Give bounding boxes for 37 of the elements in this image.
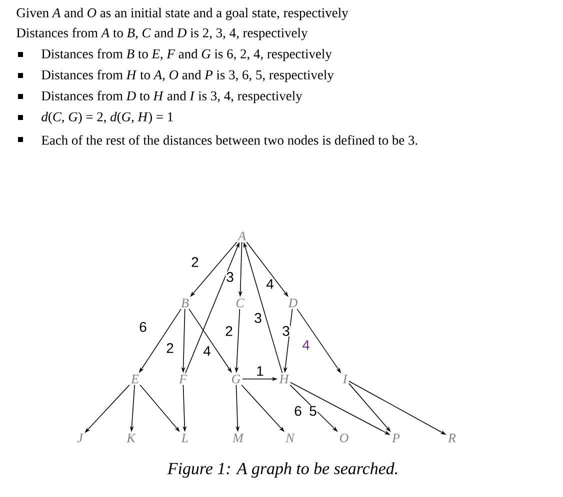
- node-letter: H: [279, 374, 290, 384]
- text-line: Distances from D to H and I is 3, 4, respectively: [42, 90, 302, 104]
- node-letter: J: [77, 434, 84, 442]
- text-line: Distances from H to A, O and P is 3, 6, 5, respectively: [42, 70, 334, 82]
- node-letter: I: [342, 374, 348, 384]
- edge-label: 6: [138, 322, 148, 332]
- edge-label: 1: [256, 366, 264, 376]
- node-letter: F: [179, 374, 188, 384]
- edge-label: 6: [294, 406, 302, 416]
- text-line: Distances from B to E, F and G is 6, 2, 4, respectively: [42, 48, 332, 62]
- node-letter: D: [288, 298, 298, 308]
- node-letter: R: [448, 434, 456, 442]
- edge-label: 4: [202, 346, 212, 356]
- edge-label: 4: [302, 340, 310, 350]
- edge-label: 4: [266, 278, 274, 290]
- edge-label: 3: [226, 272, 234, 282]
- edge-label: 5: [308, 406, 318, 416]
- edge-label: 3: [282, 326, 290, 336]
- node-letter: C: [236, 298, 244, 308]
- node-letter: M: [232, 434, 244, 442]
- node-letter: P: [392, 434, 400, 442]
- caption: Figure 1: A graph to be searched.: [167, 462, 398, 478]
- text-line: d(C, G) = 2, d(G, H) = 1: [42, 112, 173, 124]
- node-letter: O: [340, 434, 348, 442]
- node-letter: E: [130, 374, 139, 384]
- text-line: Given A and O as an initial state and a goal state, respectively: [16, 8, 348, 20]
- node-letter: A: [237, 232, 246, 240]
- node-letter: L: [181, 434, 188, 442]
- node-letter: K: [126, 434, 136, 442]
- text-line: Each of the rest of the distances between two nodes is defined to be 3.: [42, 135, 418, 145]
- edge-label: 3: [254, 312, 262, 324]
- edge-label: 2: [166, 342, 174, 354]
- node-letter: N: [286, 434, 295, 442]
- edge-label: 2: [190, 256, 200, 268]
- node-letter: G: [232, 374, 240, 384]
- edge-label: 2: [224, 326, 234, 336]
- node-letter: B: [181, 298, 189, 308]
